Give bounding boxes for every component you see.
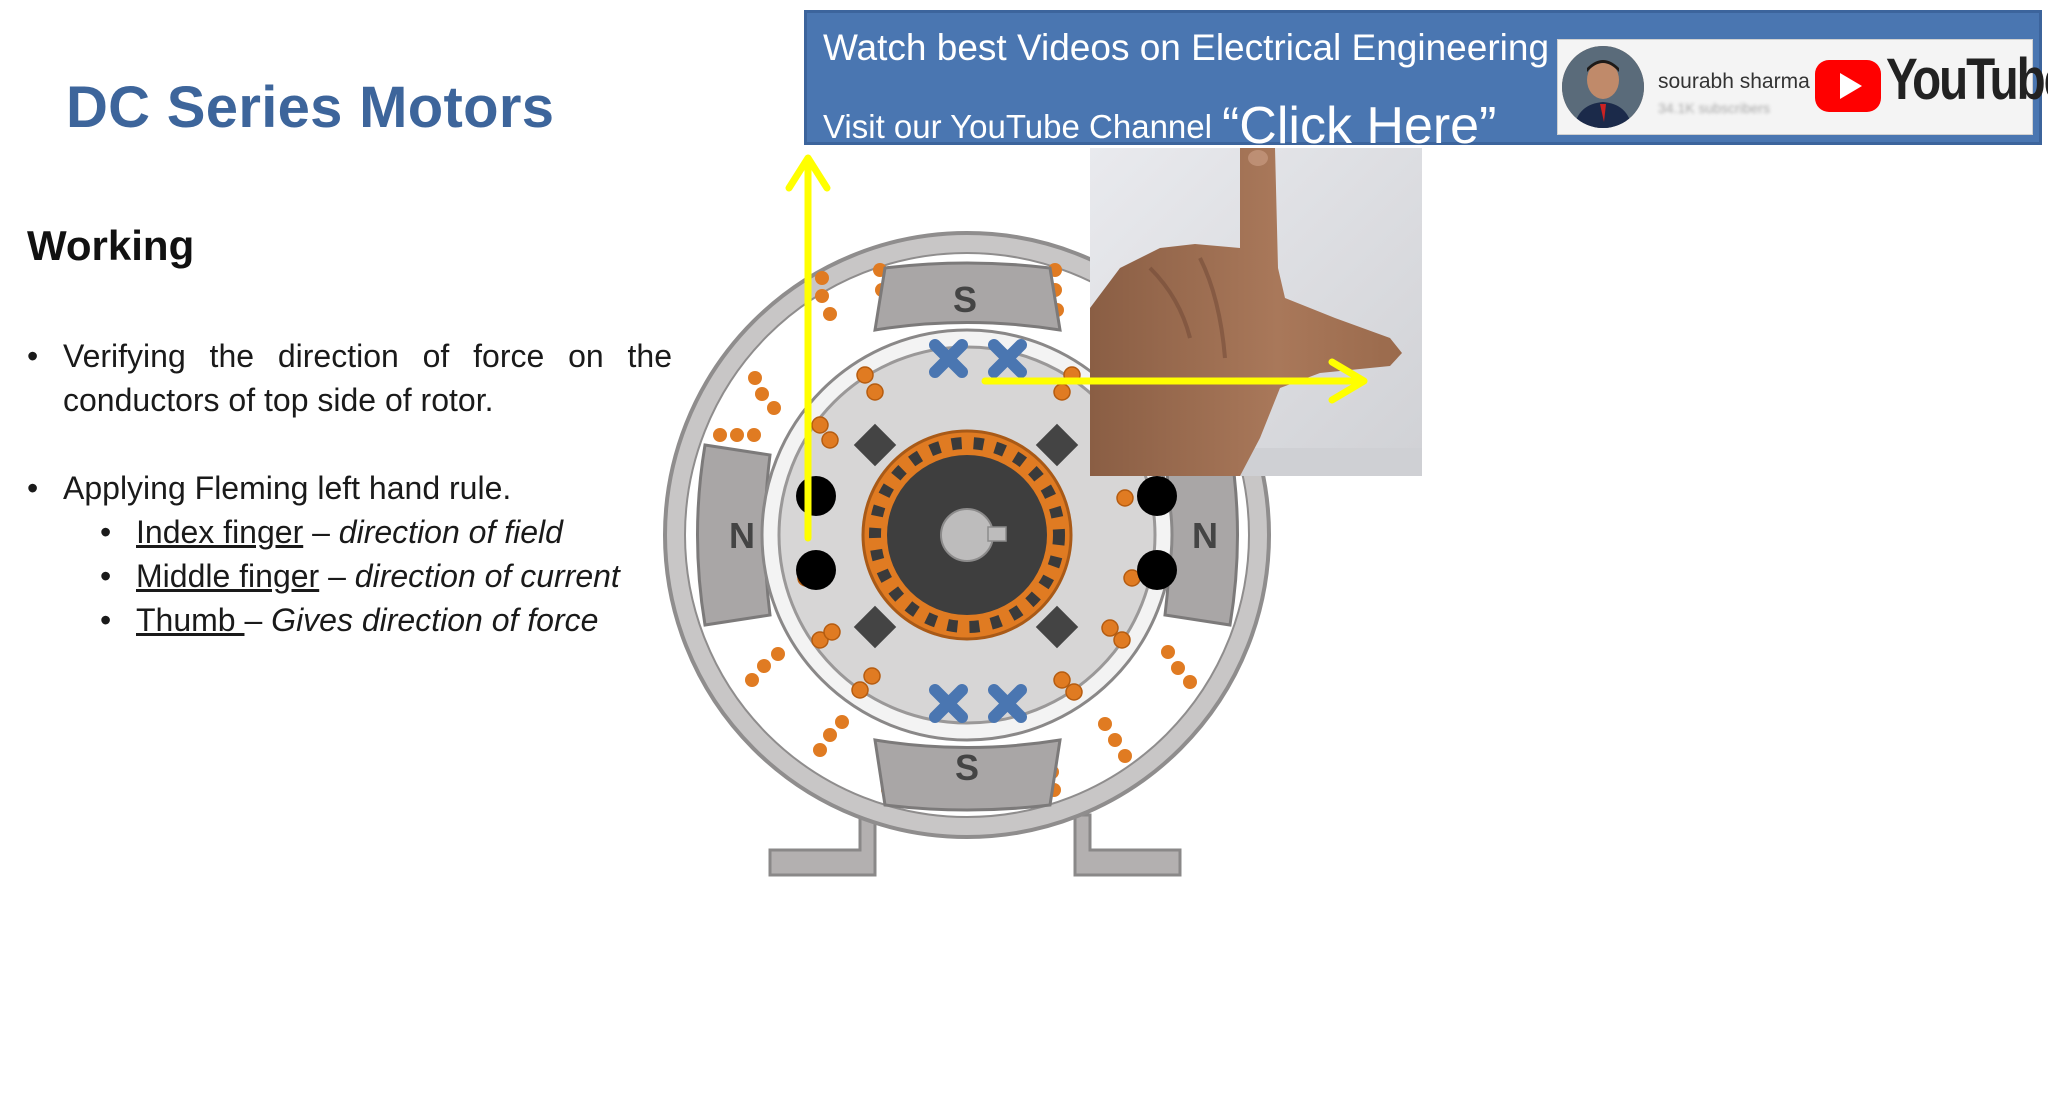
- description: Gives direction of force: [271, 602, 599, 638]
- banner-subline: Visit our YouTube Channel“Click Here”: [823, 97, 1497, 155]
- term: Middle finger: [136, 558, 320, 594]
- rotor-winding-dots: [797, 366, 1141, 701]
- description: direction of field: [338, 514, 563, 550]
- banner-headline: Watch best Videos on Electrical Engineer…: [823, 27, 1550, 68]
- pole-label-left: N: [729, 515, 755, 556]
- description: direction of current: [354, 558, 620, 594]
- youtube-play-icon[interactable]: [1815, 60, 1881, 112]
- channel-name: sourabh sharma: [1658, 70, 1810, 93]
- hand-photo: [1090, 148, 1422, 476]
- cross-marker-icon: [929, 339, 1027, 723]
- bullet-list: Verifying the direction of force on the …: [27, 334, 672, 642]
- pole-label-bottom: S: [955, 747, 979, 788]
- bullet-item: Applying Fleming left hand rule.: [27, 466, 672, 510]
- sub-bullet-item: Middle finger – direction of current: [27, 554, 672, 598]
- bullet-item: Verifying the direction of force on the …: [27, 334, 672, 422]
- term: Thumb: [136, 602, 245, 638]
- slide-title: DC Series Motors: [66, 75, 555, 140]
- channel-card[interactable]: sourabh sharma 34.1K subscribers YouTube: [1557, 39, 2048, 135]
- force-arrows: [785, 154, 1368, 542]
- channel-avatar: [1562, 46, 1644, 128]
- sub-bullet-item: Index finger – direction of field: [27, 510, 672, 554]
- youtube-banner[interactable]: Watch best Videos on Electrical Engineer…: [804, 10, 2048, 155]
- pole-label-right: N: [1192, 515, 1218, 556]
- term: Index finger: [136, 514, 304, 550]
- youtube-wordmark: YouTube: [1886, 47, 2048, 112]
- dot-marker-icon: [796, 476, 1177, 590]
- channel-subscribers: 34.1K subscribers: [1658, 100, 1771, 116]
- section-heading: Working: [27, 222, 195, 269]
- stator-poles: [696, 261, 1239, 812]
- click-here-link[interactable]: “Click Here”: [1221, 97, 1497, 155]
- sub-bullet-item: Thumb – Gives direction of force: [27, 598, 672, 642]
- pole-label-top: S: [953, 279, 977, 320]
